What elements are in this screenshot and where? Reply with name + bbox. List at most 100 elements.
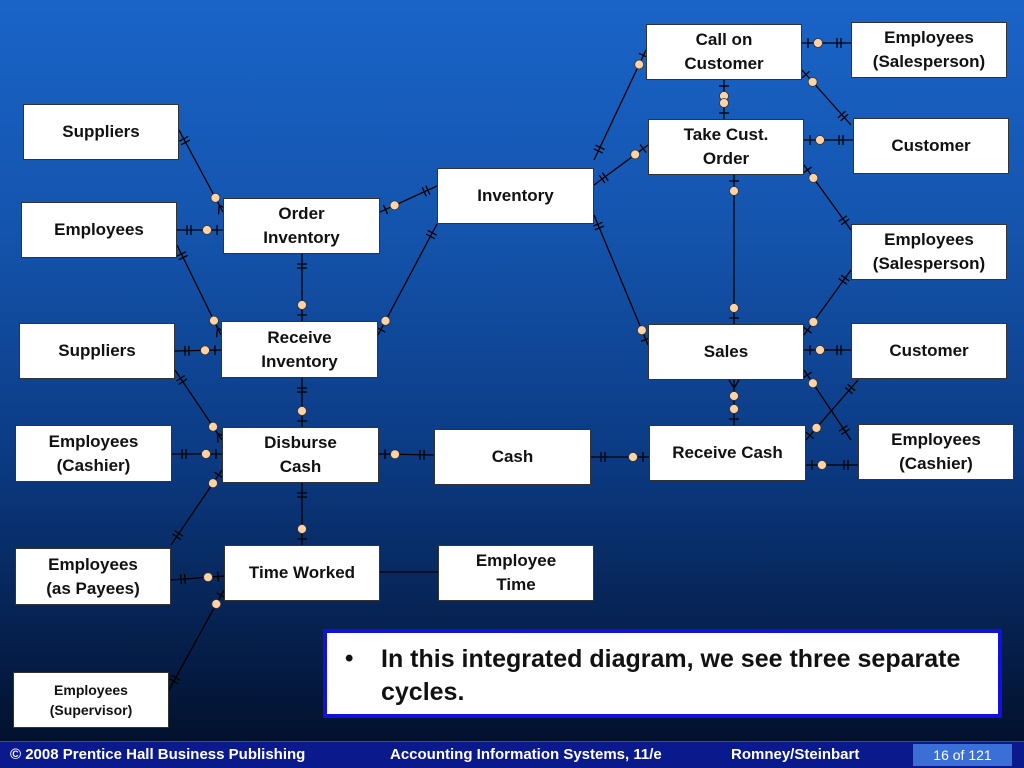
cardinality-zero-circle [390, 449, 400, 460]
relationship-line [378, 453, 435, 456]
cardinality-tick [179, 574, 182, 585]
cardinality-zero-circle [297, 300, 307, 310]
cardinality-tick [593, 148, 604, 154]
entity-employees-cashier-right[interactable]: Employees (Cashier) [858, 424, 1014, 480]
cardinality-zero-circle [729, 303, 739, 313]
footer-authors: Romney/Steinbart [731, 746, 860, 763]
cardinality-tick [840, 113, 849, 122]
cardinality-tick [425, 233, 436, 240]
resource-cash[interactable]: Cash [434, 429, 591, 485]
cardinality-zero-circle [634, 59, 645, 70]
relationship-line [593, 214, 649, 346]
relationship-line [801, 69, 852, 126]
entity-suppliers-top[interactable]: Suppliers [23, 104, 179, 160]
event-order-inventory[interactable]: Order Inventory [223, 198, 380, 254]
entity-employees-salesperson-top[interactable]: Employees (Salesperson) [851, 22, 1007, 78]
cardinality-tick [837, 110, 846, 119]
cardinality-tick [180, 139, 191, 146]
crow-foot [733, 379, 740, 389]
callout-text: In this integrated diagram, we see three… [381, 645, 961, 706]
cardinality-tick [601, 172, 609, 182]
cardinality-zero-circle [201, 449, 211, 459]
cardinality-zero-circle [630, 149, 641, 160]
cardinality-zero-circle [719, 98, 729, 108]
cardinality-tick [216, 571, 220, 582]
entity-employees-cashier-left[interactable]: Employees (Cashier) [15, 425, 172, 482]
cardinality-zero-circle [380, 315, 391, 326]
cardinality-tick [427, 229, 438, 236]
cardinality-tick [178, 378, 188, 385]
footer-page-number: 16 of 121 [913, 744, 1012, 766]
cardinality-tick [176, 251, 187, 257]
cardinality-tick [847, 383, 856, 392]
cardinality-zero-circle [297, 406, 307, 416]
cardinality-zero-circle [209, 315, 219, 326]
cardinality-zero-circle [208, 478, 218, 489]
cardinality-tick [802, 371, 812, 379]
cardinality-tick [639, 144, 647, 153]
cardinality-tick [803, 166, 812, 174]
event-receive-cash[interactable]: Receive Cash [649, 425, 806, 481]
cardinality-zero-circle [202, 225, 212, 235]
cardinality-tick [178, 254, 188, 261]
event-sales[interactable]: Sales [648, 324, 804, 380]
cardinality-zero-circle [808, 317, 819, 327]
cardinality-tick [803, 326, 812, 334]
cardinality-tick [174, 530, 184, 537]
cardinality-zero-circle [813, 38, 823, 48]
cardinality-zero-circle [807, 77, 818, 87]
crow-foot [215, 327, 219, 338]
cardinality-zero-circle [210, 193, 221, 203]
cardinality-zero-circle [729, 186, 739, 196]
cardinality-tick [840, 218, 850, 226]
callout-box: • In this integrated diagram, we see thr… [323, 629, 1002, 718]
cardinality-zero-circle [815, 345, 825, 355]
cardinality-zero-circle [729, 391, 739, 401]
cardinality-tick [421, 186, 427, 197]
entity-employees-supervisor[interactable]: Employees (Supervisor) [13, 672, 169, 728]
cardinality-zero-circle [211, 599, 222, 609]
cardinality-tick [171, 674, 181, 681]
cardinality-tick [176, 374, 186, 382]
event-call-on-customer[interactable]: Call on Customer [646, 24, 802, 80]
cardinality-tick [382, 204, 389, 215]
cardinality-zero-circle [200, 345, 210, 356]
cardinality-tick [805, 431, 815, 440]
cardinality-tick [595, 144, 605, 151]
entity-employees-as-payees[interactable]: Employees (as Payees) [15, 548, 171, 605]
cardinality-tick [183, 573, 186, 584]
event-take-cust-order[interactable]: Take Cust. Order [648, 119, 804, 175]
cardinality-zero-circle [817, 460, 827, 470]
cardinality-zero-circle [808, 378, 818, 389]
cardinality-zero-circle [389, 200, 400, 211]
resource-employee-time[interactable]: Employee Time [438, 545, 594, 601]
cardinality-zero-circle [203, 572, 213, 583]
cardinality-tick [840, 274, 850, 282]
callout-bullet: • [345, 645, 354, 672]
event-disburse-cash[interactable]: Disburse Cash [222, 427, 379, 483]
entity-employees-salesperson-middle[interactable]: Employees (Salesperson) [851, 224, 1007, 280]
cardinality-tick [425, 185, 431, 195]
entity-customer-top[interactable]: Customer [853, 118, 1009, 174]
cardinality-tick [801, 70, 811, 79]
footer-bar: © 2008 Prentice Hall Business Publishing… [0, 741, 1024, 768]
cardinality-tick [838, 277, 848, 285]
footer-book-title: Accounting Information Systems, 11/e [390, 746, 662, 763]
crow-foot [728, 379, 735, 389]
entity-customer-middle[interactable]: Customer [851, 323, 1007, 379]
cardinality-zero-circle [729, 404, 739, 414]
relationship-line [170, 575, 225, 581]
cardinality-tick [214, 471, 224, 479]
entity-employees[interactable]: Employees [21, 202, 177, 258]
event-receive-inventory[interactable]: Receive Inventory [221, 321, 378, 378]
resource-inventory[interactable]: Inventory [437, 168, 594, 224]
entity-suppliers-middle[interactable]: Suppliers [19, 323, 175, 379]
event-time-worked[interactable]: Time Worked [224, 545, 380, 601]
cardinality-zero-circle [628, 452, 638, 462]
relationship-line [377, 223, 438, 336]
footer-copyright: © 2008 Prentice Hall Business Publishing [10, 746, 306, 763]
cardinality-zero-circle [636, 325, 647, 336]
cardinality-tick [172, 533, 182, 541]
cardinality-zero-circle [815, 135, 825, 145]
